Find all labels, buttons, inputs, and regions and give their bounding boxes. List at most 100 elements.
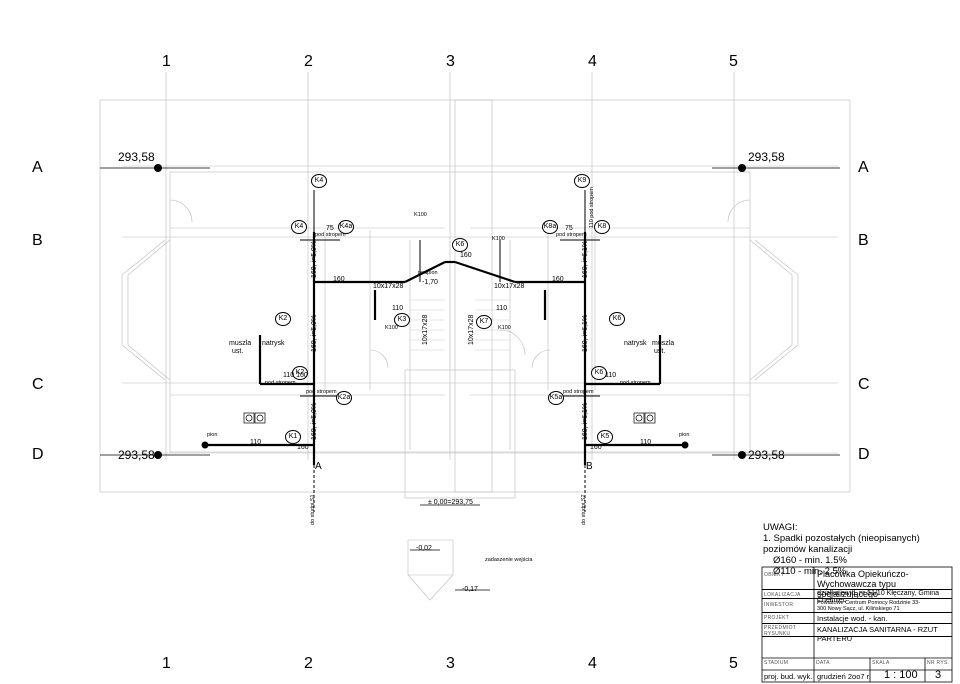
tb-inwestor-label: INWESTOR — [764, 602, 794, 608]
pipe-marker-k6-side: K6 — [609, 312, 625, 326]
column-label-2-bottom: 2 — [304, 655, 313, 672]
tb-projekt-value: Instalacje wod. - kan. — [817, 614, 888, 623]
tb-nr-value: 3 — [935, 669, 942, 681]
pod-stropem-c-right-upper: pod stropem — [620, 380, 651, 386]
pipe-marker-k5a: K5a — [548, 391, 564, 405]
notes-line-3: Ø110 - min. 2.5% — [773, 566, 847, 577]
tb-stadium-label: STADIUM — [764, 660, 789, 666]
fixture-ust-left: ust. — [232, 348, 244, 355]
pipe-marker-k6: K6 — [452, 238, 468, 252]
column-label-4-bottom: 4 — [588, 655, 597, 672]
diameter-110-mid-right: 110 — [496, 305, 508, 312]
slope-label-lower-left: 160, i=5,0% — [311, 402, 318, 440]
row-label-d-right: D — [858, 446, 870, 463]
pipe-marker-k8a: K8a — [542, 220, 558, 234]
tb-inwestor-value: Powiatowe Centrum Pomocy Rodzinie 33-300… — [817, 600, 921, 612]
pipe-marker-k4: K4 — [291, 220, 307, 234]
pod-stropem-top-right: pod stropem — [556, 232, 587, 238]
pipe-marker-k8: K8 — [594, 220, 610, 234]
column-label-1-bottom: 1 — [162, 655, 171, 672]
row-label-d: D — [32, 446, 44, 463]
tb-przedmiot-value: KANALIZACJA SANITARNA - RZUT PARTERU — [817, 625, 938, 643]
pod-stropem-c-left: pod stropem — [306, 389, 337, 395]
slope-label-mid-right: 160, i=6,1% — [582, 314, 589, 352]
notes-title: UWAGI: — [763, 522, 798, 533]
tb-projekt-label: PROJEKT — [764, 615, 790, 621]
slope-label-lower-right: 160, i=6,1% — [582, 402, 589, 440]
fixture-muszla-right: muszla — [652, 340, 675, 347]
tb-nr-label: NR RYS. — [927, 660, 950, 666]
tb-data-label: DATA — [816, 660, 830, 666]
fixture-pion-right: pion — [679, 432, 690, 438]
row-label-a: A — [32, 159, 43, 176]
column-label-3-bottom: 3 — [446, 655, 455, 672]
diameter-160-d-right: 160 — [590, 444, 602, 451]
row-label-b: B — [32, 232, 43, 249]
pipe-marker-k7: K7 — [476, 315, 492, 329]
column-label-5-bottom: 5 — [729, 655, 738, 672]
axis-marker-b: B — [586, 461, 593, 472]
elevation-bottom-left: 293,58 — [118, 448, 155, 462]
elevation-top-left: 293,58 — [118, 150, 155, 164]
pipe-marker-k6-bottom: K6 — [591, 366, 607, 380]
pipe-marker-k4a: K4a — [338, 220, 354, 234]
diameter-160-left: 160 — [333, 276, 345, 283]
tb-stadium-value: proj. bud. wyk. — [764, 672, 813, 681]
row-label-b-right: B — [858, 232, 869, 249]
fixture-natrysk-right: natrysk — [624, 340, 647, 347]
pod-stropem-c-left-upper: pod stropem — [265, 380, 296, 386]
notes-line-1: 1. Spadki pozostałych (nieopisanych) poz… — [763, 533, 920, 555]
tb-przedmiot-label: PRZEDMIOT RYSUNKU — [764, 625, 797, 637]
pipe-marker-k9: K9 — [574, 174, 590, 188]
slope-label-upper-left: 160, i=5,0% — [311, 240, 318, 278]
diameter-110-d-left: 110 — [250, 439, 262, 446]
notes-line-2: Ø160 - min. 1.5% — [773, 555, 847, 566]
notes-block: UWAGI: 1. Spadki pozostałych (nieopisany… — [763, 522, 960, 577]
pipe-marker-k2: K2 — [275, 312, 291, 326]
axis-marker-a: A — [315, 461, 322, 472]
pipe-marker-k2-bottom: K2 — [292, 366, 308, 380]
k100-left-label: K100 — [385, 325, 398, 331]
row-label-c-right: C — [858, 376, 870, 393]
diameter-160-center: 160 — [460, 252, 472, 259]
tb-data-value: grudzień 2oo7 r. — [817, 672, 871, 681]
fixture-muszla-left: muszla — [229, 340, 252, 347]
outlet-left-label: do studni S1 — [310, 494, 316, 525]
duct-label-left: 10x17x28 — [373, 283, 404, 290]
pod-stropem-c-right: pod stropem — [563, 389, 594, 395]
tb-obiekt-label: OBIEKT — [764, 572, 785, 578]
fixture-pion-left: pion — [207, 432, 218, 438]
diameter-160-d-left: 160 — [297, 444, 309, 451]
column-label-2: 2 — [304, 53, 313, 70]
diameter-110-mid-left: 110 — [392, 305, 404, 312]
elevation-top-right: 293,58 — [748, 150, 785, 164]
pipe-marker-k3: K3 — [394, 313, 410, 327]
pod-stropem-top-left: pod stropem — [315, 232, 346, 238]
level-outside: -0,17 — [462, 586, 478, 593]
pipe-marker-k4-top: K4 — [311, 174, 327, 188]
slope-label-upper-right: 160, i=6,1% — [582, 240, 589, 278]
diameter-110-d-right: 110 — [640, 439, 652, 446]
row-label-c: C — [32, 376, 44, 393]
tb-skala-label: SKALA — [872, 660, 890, 666]
k100-top-label: K100 — [414, 212, 427, 218]
duct-label-vertical-right: 10x17x28 — [468, 314, 475, 345]
diameters-110-160-left: 110 160 — [283, 372, 308, 379]
tb-lokalizacja-label: LOKALIZACJA — [764, 592, 801, 598]
podpion-label: podpion — [418, 270, 438, 276]
duct-label-vertical-left: 10x17x28 — [422, 314, 429, 345]
diameter-75-top-right: 75 — [565, 225, 573, 232]
column-label-5: 5 — [729, 53, 738, 70]
diameter-110-c-right: 110 — [605, 372, 617, 379]
pipe-marker-k5: K5 — [597, 430, 613, 444]
column-label-3: 3 — [446, 53, 455, 70]
pipe-marker-k1: K1 — [285, 430, 301, 444]
duct-label-right: 10x17x28 — [494, 283, 525, 290]
tb-skala-value: 1 : 100 — [884, 669, 918, 681]
elevation-bottom-right: 293,58 — [748, 448, 785, 462]
pipe-marker-k2a: K2a — [336, 391, 352, 405]
level-entrance: -0,02 — [416, 545, 432, 552]
row-label-a-right: A — [858, 159, 869, 176]
diameter-160-right: 160 — [552, 276, 564, 283]
